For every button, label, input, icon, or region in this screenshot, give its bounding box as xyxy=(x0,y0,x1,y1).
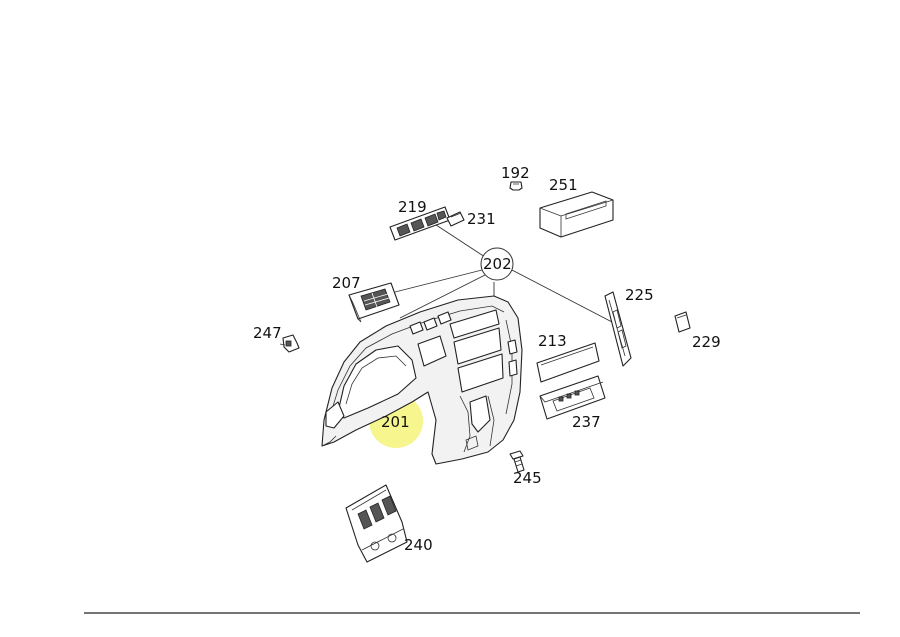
label-201: 201 xyxy=(381,413,410,431)
label-240: 240 xyxy=(404,536,433,554)
label-251: 251 xyxy=(549,176,578,194)
label-219: 219 xyxy=(398,198,427,216)
part-213-panel[interactable] xyxy=(536,342,600,383)
part-201-instrument-panel[interactable] xyxy=(321,295,523,465)
leader-lines xyxy=(394,220,613,323)
part-245-screw[interactable] xyxy=(509,450,525,473)
label-202: 202 xyxy=(483,255,512,273)
part-207-air-vent[interactable] xyxy=(348,282,400,323)
part-240-console-panel[interactable] xyxy=(345,484,408,563)
label-207: 207 xyxy=(332,274,361,292)
part-231-switch[interactable] xyxy=(446,211,465,227)
part-219-switch-bar[interactable] xyxy=(389,206,451,241)
label-231: 231 xyxy=(467,210,496,228)
label-225: 225 xyxy=(625,286,654,304)
label-247: 247 xyxy=(253,324,282,342)
part-229-button[interactable] xyxy=(674,311,691,333)
part-237-module[interactable] xyxy=(539,375,606,420)
callout-labels: 192 251 219 231 202 207 225 229 247 213 … xyxy=(253,164,721,554)
callout-circle-202 xyxy=(480,247,514,281)
part-247-clip[interactable] xyxy=(279,334,300,353)
label-245: 245 xyxy=(513,469,542,487)
part-192-clip[interactable] xyxy=(509,181,523,191)
part-251-box[interactable] xyxy=(539,191,614,238)
label-213: 213 xyxy=(538,332,567,350)
label-237: 237 xyxy=(572,413,601,431)
label-192: 192 xyxy=(501,164,530,182)
label-229: 229 xyxy=(692,333,721,351)
part-225-trim-strip[interactable] xyxy=(604,291,632,367)
